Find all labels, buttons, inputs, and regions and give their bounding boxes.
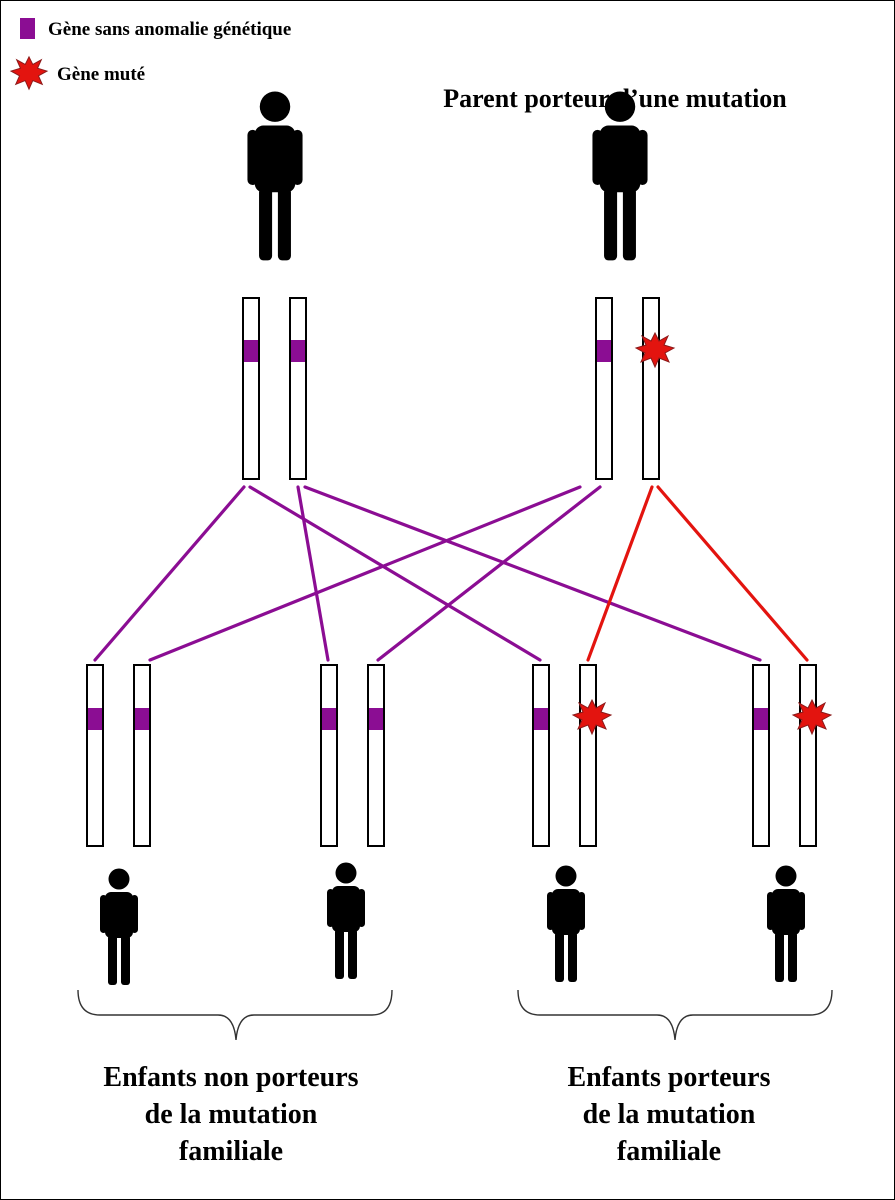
child-1-figure <box>100 868 138 985</box>
chromosome <box>289 297 307 480</box>
mutated-gene <box>792 699 832 735</box>
normal-gene <box>369 708 383 730</box>
parent-right-figure <box>592 91 648 261</box>
legend-normal-gene-swatch <box>20 18 35 39</box>
chromosome <box>367 664 385 847</box>
normal-gene <box>322 708 336 730</box>
legend-normal-gene-label: Gène sans anomalie génétique <box>48 19 291 40</box>
non-carriers-label-line-3: familiale <box>179 1136 283 1167</box>
normal-gene <box>88 708 102 730</box>
carriers-label-line-1: Enfants porteurs <box>567 1062 770 1093</box>
child-3-chromosomes <box>532 664 612 847</box>
chromosome <box>242 297 260 480</box>
chromosome <box>320 664 338 847</box>
line-mutation <box>586 485 654 662</box>
non-carriers-label-line-1: Enfants non porteurs <box>103 1062 358 1093</box>
normal-gene <box>754 708 768 730</box>
child-2-figure <box>327 862 365 979</box>
chromosome <box>595 297 613 480</box>
normal-gene <box>534 708 548 730</box>
chromosome <box>752 664 770 847</box>
line-normal <box>303 485 762 662</box>
parent-left-chromosomes <box>242 297 307 480</box>
normal-gene <box>597 340 611 362</box>
chromosome <box>86 664 104 847</box>
chromosome <box>799 664 817 847</box>
line-mutation <box>656 485 809 662</box>
normal-gene <box>291 340 305 362</box>
normal-gene <box>135 708 149 730</box>
line-normal <box>376 485 602 662</box>
child-4-figure <box>767 865 805 982</box>
line-normal <box>296 485 330 662</box>
line-normal <box>93 485 246 662</box>
brace-carriers <box>517 989 833 1041</box>
line-normal <box>248 485 542 662</box>
brace-non-carriers <box>77 989 393 1041</box>
inheritance-lines <box>93 485 809 662</box>
non-carriers-label-line-2: de la mutation <box>145 1099 318 1130</box>
parent-right-chromosomes <box>595 297 675 480</box>
child-1-chromosomes <box>86 664 151 847</box>
parent-left-figure <box>247 91 303 261</box>
chromosome <box>532 664 550 847</box>
legend: Gène sans anomalie génétique Gène muté <box>10 18 291 90</box>
legend-mutated-gene-icon <box>10 56 48 90</box>
mutated-gene <box>572 699 612 735</box>
normal-gene <box>244 340 258 362</box>
child-4-chromosomes <box>752 664 832 847</box>
chromosome <box>579 664 597 847</box>
non-carriers-label: Enfants non porteurs de la mutation fami… <box>103 1062 358 1167</box>
carriers-label: Enfants porteurs de la mutation familial… <box>567 1062 770 1167</box>
legend-mutated-gene-label: Gène muté <box>57 64 145 85</box>
carriers-label-line-3: familiale <box>617 1136 721 1167</box>
child-2-chromosomes <box>320 664 385 847</box>
child-3-figure <box>547 865 585 982</box>
carriers-label-line-2: de la mutation <box>583 1099 756 1130</box>
mutated-gene <box>635 332 675 368</box>
chromosome <box>133 664 151 847</box>
chromosome <box>642 297 660 480</box>
line-normal <box>148 485 582 662</box>
